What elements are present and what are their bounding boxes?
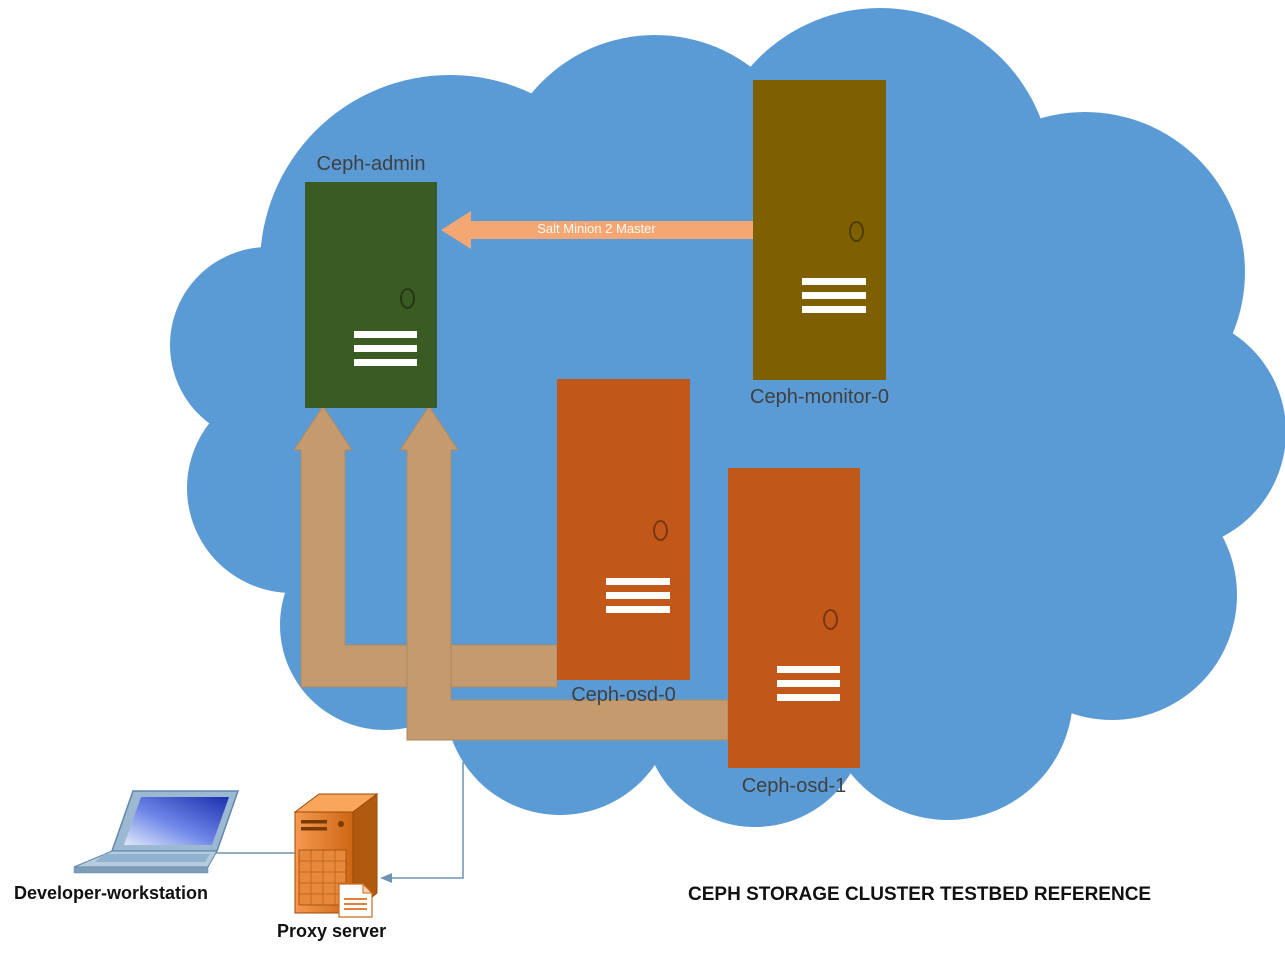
power-button-icon <box>652 520 668 542</box>
vent-line <box>802 278 867 285</box>
arrow-monitor-to-admin <box>441 211 753 249</box>
node-ceph-osd-0 <box>557 379 690 680</box>
power-button-icon <box>823 609 839 630</box>
cloud-to-proxy-line <box>392 762 464 879</box>
arrowhead-into-proxy-right <box>380 873 392 883</box>
node-label-ceph-admin: Ceph-admin <box>316 153 426 175</box>
server-vents-icon <box>802 278 867 313</box>
vent-line <box>776 680 841 687</box>
vent-line <box>606 577 671 585</box>
document-icon <box>338 882 374 918</box>
power-button-icon <box>400 288 416 310</box>
vent-line <box>353 345 418 353</box>
vent-line <box>606 605 671 613</box>
server-vents-icon <box>606 577 671 613</box>
node-ceph-monitor-0 <box>753 80 886 380</box>
vent-line <box>353 359 418 367</box>
vent-line <box>802 292 867 299</box>
proxy-server-label: Proxy server <box>277 921 387 941</box>
vent-line <box>776 666 841 673</box>
node-label-ceph-osd-0: Ceph-osd-0 <box>571 684 676 706</box>
node-ceph-admin <box>305 182 437 408</box>
laptop-icon <box>73 790 240 874</box>
vent-line <box>353 331 418 339</box>
server-vents-icon <box>353 331 418 367</box>
diagram-title: CEPH STORAGE CLUSTER TESTBED REFERENCE <box>688 884 1152 905</box>
vent-line <box>606 591 671 599</box>
server-vents-icon <box>776 666 841 701</box>
node-ceph-osd-1 <box>728 468 860 768</box>
node-label-ceph-monitor-0: Ceph-monitor-0 <box>750 386 889 408</box>
developer-workstation-label: Developer-workstation <box>14 883 209 903</box>
power-button-icon <box>848 221 864 242</box>
proxy-server-tower-icon <box>293 793 379 918</box>
salt-minion-arrow-label: Salt Minion 2 Master <box>537 221 656 236</box>
node-label-ceph-osd-1: Ceph-osd-1 <box>741 775 847 797</box>
vent-line <box>776 694 841 701</box>
vent-line <box>802 306 867 313</box>
